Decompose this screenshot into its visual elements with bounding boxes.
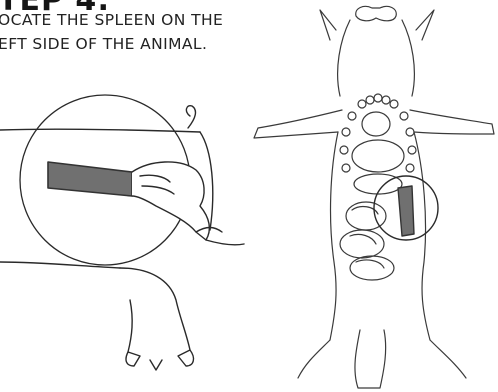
torso-left	[330, 132, 338, 340]
lymph-node-chain	[340, 94, 416, 172]
hind-leg-right	[430, 340, 466, 378]
tail-ventral	[355, 330, 386, 388]
liver	[352, 140, 404, 172]
front-leg-right	[410, 110, 494, 134]
snout	[356, 6, 397, 20]
hind-leg-left	[298, 340, 330, 378]
spleen-shape-right	[398, 186, 414, 236]
intestines	[340, 202, 394, 280]
ear-right	[416, 10, 434, 40]
front-leg-left	[254, 110, 342, 138]
stomach	[354, 174, 402, 194]
ear-left	[320, 10, 336, 40]
heart	[362, 112, 390, 136]
head-outline	[338, 20, 415, 96]
